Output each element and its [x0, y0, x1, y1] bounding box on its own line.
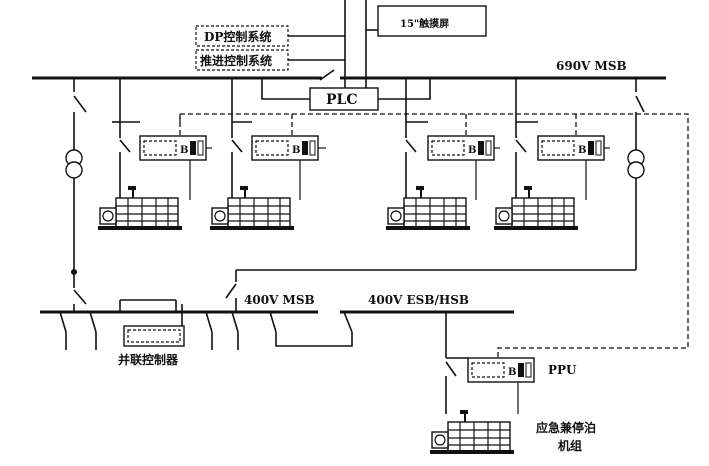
- parallel-controller-label: 并联控制器: [118, 352, 179, 367]
- ppu-module-icon: [139, 135, 207, 161]
- ppu-module-icon: [537, 135, 605, 161]
- ppu-module-icon: [427, 135, 495, 161]
- generator-feeder-3: [385, 78, 500, 231]
- dp-control-label: DP控制系统: [204, 29, 271, 44]
- parallel-controller: 并联控制器: [118, 299, 185, 367]
- ppu-module-icon: [251, 135, 319, 161]
- emergency-gen-label-2: 机组: [558, 438, 582, 453]
- diesel-generator-icon: [97, 185, 183, 231]
- emergency-generator-feeder: PPU 应急兼停泊 机组: [429, 357, 596, 455]
- plc-label: PLC: [326, 92, 358, 108]
- bus-400v-esb: 400V ESB/HSB: [340, 293, 514, 358]
- ppu-label: PPU: [548, 363, 577, 377]
- bus-690v: 690V MSB: [32, 59, 666, 81]
- diesel-generator-icon: [209, 185, 295, 231]
- bus-400v-esb-label: 400V ESB/HSB: [368, 293, 469, 307]
- control-top-group: 15"触摸屏 DP控制系统 推进控制系统 PLC: [195, 0, 487, 111]
- diesel-generator-icon: [429, 409, 515, 455]
- propulsion-control-label: 推进控制系统: [200, 53, 272, 68]
- ppu-module-icon: [467, 357, 535, 383]
- transformer-right: [236, 78, 645, 271]
- bus-400v-label: 400V MSB: [244, 293, 315, 307]
- generator-feeder-2: [209, 78, 326, 231]
- generator-feeder-1: [97, 78, 212, 231]
- bus-690v-label: 690V MSB: [556, 59, 627, 73]
- emergency-gen-label-1: 应急兼停泊: [536, 420, 596, 435]
- diesel-generator-icon: [385, 185, 471, 231]
- touchscreen-box: [377, 5, 487, 37]
- diesel-generator-icon: [493, 185, 579, 231]
- feeds-to-400v: [73, 270, 237, 312]
- comm-link-dashed: [179, 113, 689, 358]
- transformer-left: [65, 78, 87, 275]
- bus-400v: 400V MSB: [40, 293, 353, 350]
- generator-feeder-4: [493, 78, 610, 231]
- touchscreen-label: 15"触摸屏: [400, 17, 449, 30]
